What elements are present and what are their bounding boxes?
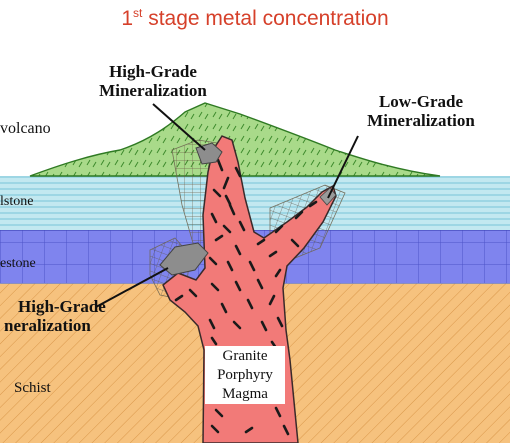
phenocryst-dash [294,210,304,220]
phenocryst-dash [216,158,224,172]
phenocryst-dash [246,298,254,310]
phenocryst-dash [256,278,264,290]
phenocryst-dash [226,260,234,272]
volcano-cone [29,102,441,177]
label-schist: Schist [14,380,51,396]
phenocryst-dash [256,238,266,246]
phenocryst-dash [308,200,318,208]
phenocryst-dash [268,294,276,306]
leader-high-grade-top [152,103,206,151]
phenocryst-dash [238,220,246,232]
phenocryst-dash [274,224,284,234]
label-magma: Granite Porphyry Magma [205,346,285,405]
phenocryst-dash [234,244,242,256]
leader-high-grade-left [95,267,169,308]
phenocryst-dash [274,268,282,278]
phenocryst-dash [224,194,232,206]
high-grade-ore-left [159,242,209,276]
phenocryst-dash [174,294,184,302]
label-limestone: estone [0,256,36,271]
phenocryst-dash [260,320,268,332]
phenocryst-dash [234,166,242,178]
phenocryst-dash [276,316,284,328]
phenocryst-dash [210,424,220,434]
phenocryst-dash [232,320,242,330]
phenocryst-dash [282,424,290,436]
phenocryst-dash [248,260,256,272]
phenocryst-dash [210,336,218,346]
phenocryst-dash [208,256,218,266]
phenocryst-dash [212,188,222,198]
leader-low-grade [327,135,359,199]
phenocryst-dash [210,212,218,224]
label-low-grade: Low-Grade Mineralization [367,92,475,131]
phenocryst-dash [214,234,224,242]
phenocryst-dash [222,176,230,190]
label-siltstone: lstone [0,194,34,209]
phenocryst-texture [174,158,318,436]
phenocryst-dash [222,224,232,234]
phenocryst-dash [228,203,236,216]
phenocryst-dash [210,282,220,292]
phenocryst-dash [234,280,242,292]
label-high-grade-left: High-Grade neralization [4,297,106,336]
diagram-title: 1st stage metal concentration [121,6,389,30]
label-volcano: volcano [0,120,51,137]
phenocryst-dash [220,302,228,314]
phenocryst-dash [268,250,278,258]
phenocryst-dash [274,406,282,418]
phenocryst-dash [244,426,254,434]
phenocryst-dash [214,408,224,418]
phenocryst-dash [188,288,198,298]
label-high-grade-top: High-Grade Mineralization [99,62,207,101]
siltstone-layer [0,176,510,230]
phenocryst-dash [290,238,300,248]
phenocryst-dash [208,318,216,330]
